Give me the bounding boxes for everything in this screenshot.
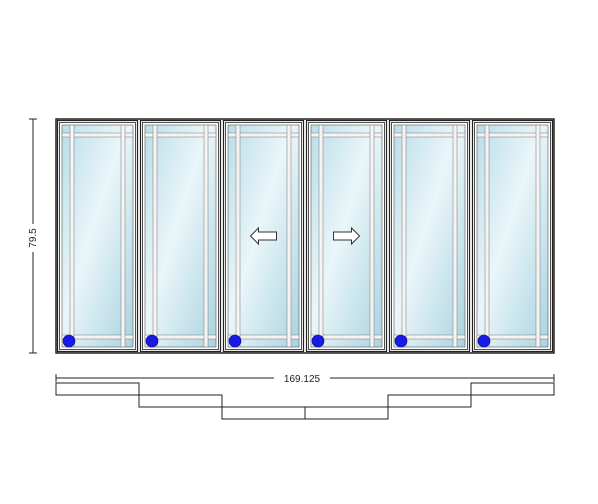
panel-4 <box>305 119 388 353</box>
grille-vertical-bar <box>452 124 458 348</box>
panel-sash-inner <box>142 122 219 350</box>
grille-vertical-bar <box>203 124 209 348</box>
panel-sash-inner <box>474 122 551 350</box>
plan-panel-2 <box>138 394 223 408</box>
grille-vertical-bar <box>286 124 292 348</box>
panel-sash-inner <box>391 122 468 350</box>
panel-handle-dot <box>145 334 159 348</box>
plan-panel-6 <box>470 382 555 396</box>
panel-sash-inner <box>308 122 385 350</box>
grille-vertical-bar <box>484 124 490 348</box>
grille-horizontal-bar <box>144 334 217 340</box>
panel-handle-dot <box>477 334 491 348</box>
plan-panel-1 <box>55 382 140 396</box>
grille-vertical-bar <box>69 124 75 348</box>
grille-horizontal-bar <box>227 132 300 138</box>
panel-5 <box>388 119 471 353</box>
panel-handle-dot <box>394 334 408 348</box>
arrow-right-icon <box>333 226 361 246</box>
grille-vertical-bar <box>318 124 324 348</box>
panel-sash-inner <box>225 122 302 350</box>
panel-2 <box>139 119 222 353</box>
grille-horizontal-bar <box>476 334 549 340</box>
grille-horizontal-bar <box>310 132 383 138</box>
grille-vertical-bar <box>120 124 126 348</box>
height-label: 79.5 <box>28 228 39 248</box>
grille-horizontal-bar <box>393 132 466 138</box>
outer-frame <box>55 118 555 354</box>
grille-horizontal-bar <box>61 132 134 138</box>
plan-panel-3 <box>221 406 306 420</box>
grille-horizontal-bar <box>61 334 134 340</box>
height-dimension: 79.5 <box>25 118 41 354</box>
grille-vertical-bar <box>369 124 375 348</box>
panel-6 <box>471 119 554 353</box>
panel-handle-dot <box>311 334 325 348</box>
panel-1 <box>56 119 139 353</box>
plan-panel-5 <box>387 394 472 408</box>
grille-horizontal-bar <box>476 132 549 138</box>
door-panels <box>56 119 554 353</box>
grille-horizontal-bar <box>310 334 383 340</box>
grille-vertical-bar <box>152 124 158 348</box>
grille-horizontal-bar <box>227 334 300 340</box>
grille-horizontal-bar <box>144 132 217 138</box>
arrow-left-icon <box>249 226 277 246</box>
width-dimension: 169.125 <box>55 371 555 385</box>
panel-handle-dot <box>228 334 242 348</box>
width-label: 169.125 <box>284 374 321 385</box>
grille-vertical-bar <box>535 124 541 348</box>
plan-panel-4 <box>304 406 389 420</box>
grille-vertical-bar <box>235 124 241 348</box>
grille-vertical-bar <box>401 124 407 348</box>
plan-view <box>55 382 555 420</box>
panel-3 <box>222 119 305 353</box>
panel-handle-dot <box>62 334 76 348</box>
grille-horizontal-bar <box>393 334 466 340</box>
panel-sash-inner <box>59 122 136 350</box>
